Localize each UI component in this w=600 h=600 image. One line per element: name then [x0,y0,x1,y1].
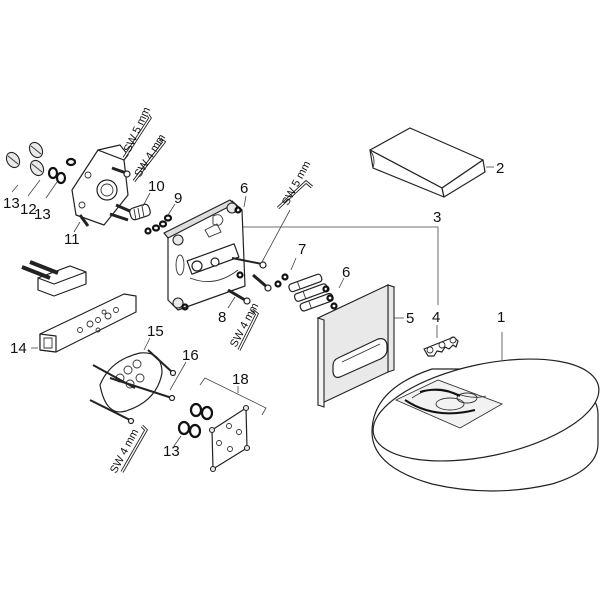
callout-3: 3 [433,209,441,226]
part-13-orings [177,402,214,439]
callout-12: 13 [34,206,51,223]
part-7-cartridges [274,273,338,312]
part-18-seal-plate [208,404,251,473]
callout-7: 7 [298,241,306,258]
part-9-orings [151,214,173,232]
callout-14: 13 [3,195,20,212]
part-5-cover-plate [316,284,396,408]
callout-16: 15 [147,323,164,340]
hex-key-sw4-screw8: SW 4 mm [228,301,261,351]
callout-6-plate: 6 [240,180,248,197]
mounting-plate [163,199,267,311]
part-12-13-orings [47,157,77,185]
part-16-valve-block [89,349,177,425]
callout-15: 14 [10,340,27,357]
left-valve-body [71,144,133,226]
callout-6-cartridge: 6 [342,264,350,281]
part-8-screw [227,288,251,305]
callout-8: 8 [218,309,226,326]
callout-13-bottom: 13 [163,443,180,460]
callout-1: 1 [497,309,505,326]
part-2-box [369,127,486,198]
part-14-plugs [5,141,45,177]
part-1-round-base [371,358,600,492]
callout-4: 4 [432,309,440,326]
hex-key-sw4-block16: SW 4 mm [108,424,148,475]
plate-screw [252,273,272,292]
inner-mechanism [394,379,504,429]
callout-17: 16 [182,347,199,364]
part-11-screw [78,214,90,227]
callout-5: 5 [406,310,414,327]
callout-11: 11 [64,231,80,248]
part-4-clip [423,336,459,357]
callout-18: 18 [232,371,249,388]
template-block [21,260,87,297]
part-10-sleeve [129,203,152,235]
callout-13-top: 12 [20,201,37,218]
callout-10: 10 [148,178,165,195]
callout-9: 9 [174,190,182,207]
callout-2: 2 [496,160,504,177]
part-15-template [39,293,137,353]
